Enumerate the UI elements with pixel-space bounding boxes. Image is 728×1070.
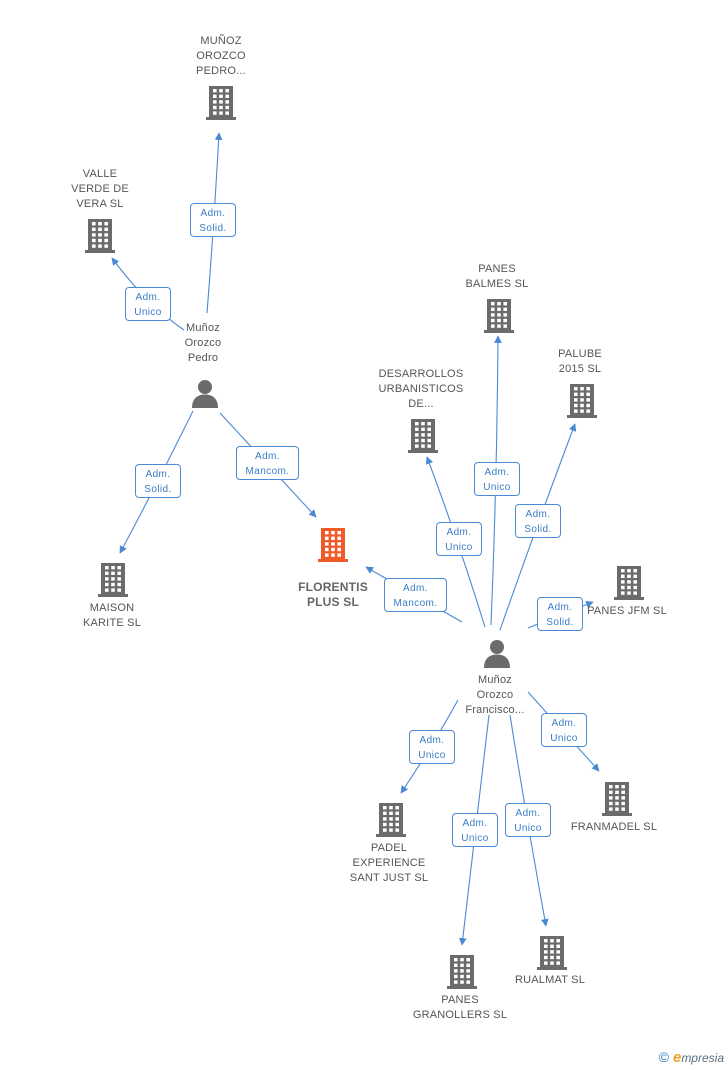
node-label[interactable]: PADEL EXPERIENCE SANT JUST SL [349,842,429,884]
relation-label[interactable]: Adm. Unico [125,287,171,321]
copyright-icon: © [658,1049,669,1065]
node-label[interactable]: FLORENTIS PLUS SL [298,580,368,609]
building-icon[interactable] [567,384,597,423]
building-icon[interactable] [537,936,567,975]
building-icon[interactable] [614,566,644,605]
building-icon[interactable] [408,419,438,458]
node-label[interactable]: Muñoz Orozco Francisco... [465,674,525,716]
node-label[interactable]: VALLE VERDE DE VERA SL [71,168,129,210]
relation-label[interactable]: Adm. Unico [541,713,587,747]
node-label[interactable]: MAISON KARITE SL [82,602,142,629]
person-icon[interactable] [482,638,512,673]
building-icon[interactable] [98,563,128,602]
node-label[interactable]: PALUBE 2015 SL [558,348,602,375]
node-label[interactable]: PANES GRANOLLERS SL [412,994,508,1021]
brand-name: mpresia [681,1051,724,1065]
node-label[interactable]: PANES JFM SL [587,605,667,617]
relation-label[interactable]: Adm. Solid. [537,597,583,631]
building-icon[interactable] [85,219,115,258]
relation-label[interactable]: Adm. Mancom. [236,446,299,480]
brand-initial: e [672,1049,682,1066]
relation-label[interactable]: Adm. Unico [409,730,455,764]
relation-label[interactable]: Adm. Mancom. [384,578,447,612]
relation-label[interactable]: Adm. Solid. [190,203,236,237]
relation-label[interactable]: Adm. Unico [436,522,482,556]
node-label[interactable]: PANES BALMES SL [465,263,529,290]
building-icon[interactable] [206,86,236,125]
node-label[interactable]: RUALMAT SL [514,974,586,986]
node-label[interactable]: DESARROLLOS URBANISTICOS DE... [378,368,464,410]
person-icon[interactable] [190,378,220,413]
brand-watermark: ©empresia [659,1049,724,1066]
relation-label[interactable]: Adm. Unico [505,803,551,837]
building-highlight-icon[interactable] [318,528,348,567]
building-icon[interactable] [376,803,406,842]
node-label[interactable]: MUÑOZ OROZCO PEDRO... [196,35,246,77]
building-icon[interactable] [484,299,514,338]
relation-label[interactable]: Adm. Solid. [135,464,181,498]
relation-label[interactable]: Adm. Unico [474,462,520,496]
relation-label[interactable]: Adm. Solid. [515,504,561,538]
node-label[interactable]: FRANMADEL SL [570,821,658,833]
building-icon[interactable] [447,955,477,994]
building-icon[interactable] [602,782,632,821]
relation-label[interactable]: Adm. Unico [452,813,498,847]
node-label[interactable]: Muñoz Orozco Pedro [184,322,222,364]
